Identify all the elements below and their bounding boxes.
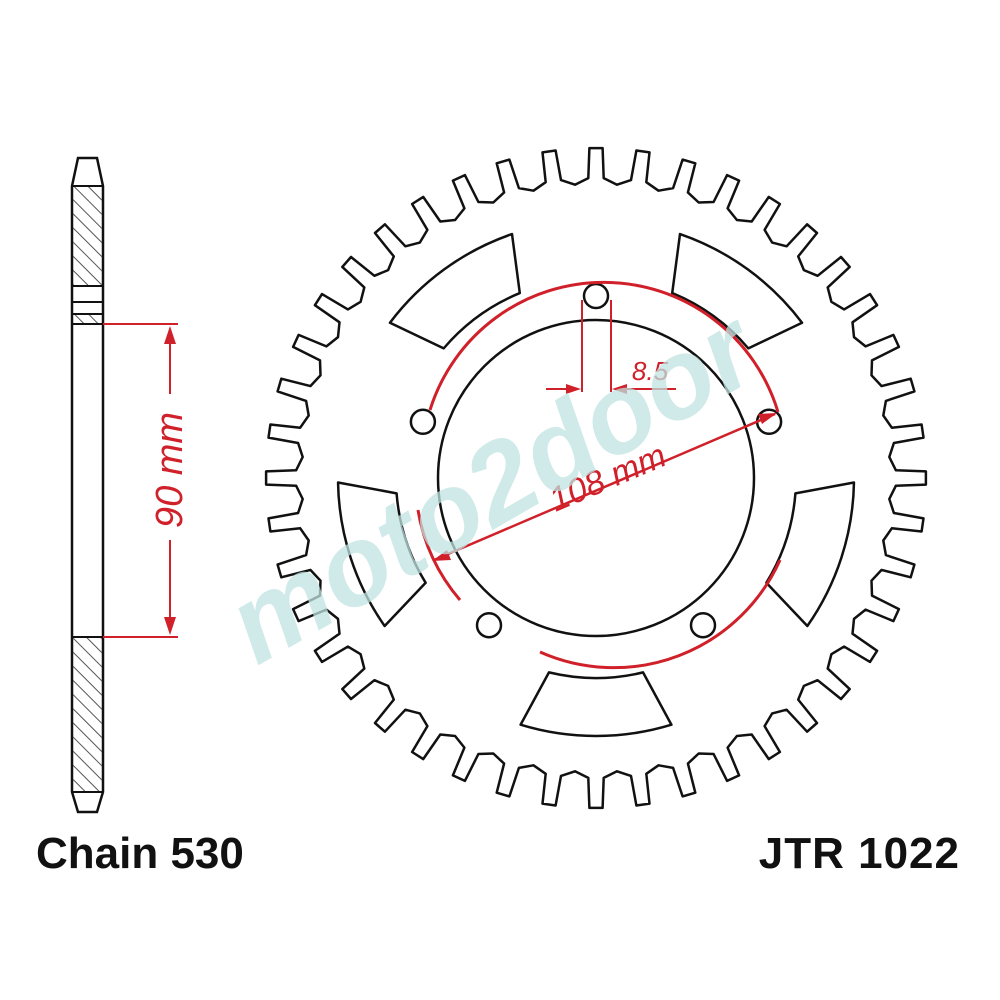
bolt-circle-arc-lower	[539, 559, 782, 670]
lightening-slot	[670, 232, 804, 350]
bolt-hole	[689, 611, 717, 639]
side-hatch-upper	[71, 185, 104, 287]
bolt-hole	[755, 408, 783, 436]
bolt-hole	[475, 611, 503, 639]
dim-arrow-up	[164, 326, 176, 344]
side-hatch-hub-top	[71, 313, 104, 325]
hole-dim-arrow-right	[612, 384, 627, 394]
bolt-hole-label: 8.5	[632, 356, 669, 386]
center-bore	[436, 318, 756, 638]
part-number-label: JTR 1022	[758, 829, 960, 878]
bolt-holes	[409, 282, 783, 639]
bolt-circle-arc-left	[416, 509, 462, 601]
dim-arrow-down	[164, 617, 176, 635]
lightening-slot	[388, 232, 522, 350]
bolt-circle-arc-upper	[428, 280, 780, 413]
lightening-slot	[336, 481, 427, 628]
diameter-arrow-right	[758, 413, 777, 424]
diameter-arrow-left	[432, 550, 451, 561]
bolt-hole	[409, 408, 437, 436]
bolt-circle-diameter-line	[433, 412, 776, 562]
side-hatch-lower	[71, 636, 104, 793]
side-profile	[70, 156, 105, 814]
hole-dim-arrow-left	[566, 384, 581, 394]
hub-height-label: 90 mm	[149, 412, 191, 528]
lightening-slot	[519, 671, 673, 738]
bolt-hole	[582, 282, 610, 310]
sprocket-front	[264, 146, 928, 810]
lightening-slots	[336, 232, 856, 738]
chain-size-label: Chain 530	[36, 829, 244, 878]
lightening-slot	[765, 481, 856, 628]
hub-height-dimension: 90 mm	[103, 323, 191, 638]
